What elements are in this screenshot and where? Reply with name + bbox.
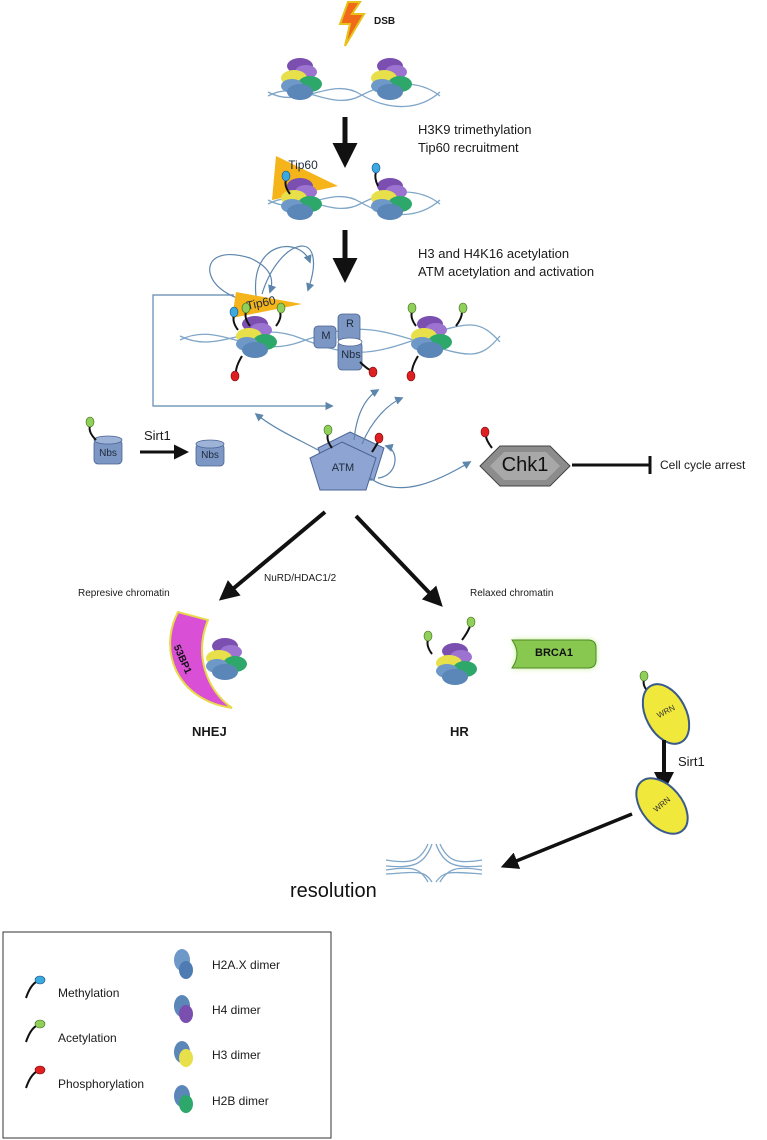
nucleosome-icon (281, 58, 322, 100)
acetylation-mark (407, 302, 417, 327)
atm-arrow (353, 389, 380, 441)
mrn-complex-icon (313, 313, 363, 371)
methylation-mark (371, 162, 381, 187)
atm-autophos-arrow (377, 443, 396, 479)
relaxed-chromatin-label: Relaxed chromatin (470, 588, 554, 599)
mrn-nbs-label: Nbs (341, 349, 361, 361)
atm-pentagon-front (309, 441, 377, 491)
cell-cycle-arrest-label: Cell cycle arrest (660, 458, 746, 472)
mrn-r-label: R (346, 318, 354, 330)
nhej-label: NHEJ (192, 724, 227, 739)
repressive-chromatin-label: Represive chromatin (78, 588, 170, 599)
branch-arrow-hr (354, 514, 443, 607)
brca1-label: BRCA1 (535, 647, 573, 659)
nucleosome-icon (371, 178, 412, 220)
acetylation-curl-arrow (261, 245, 315, 295)
legend-box (2, 931, 332, 1139)
phosphorylation-mark (480, 426, 493, 449)
acetylation-mark (85, 416, 97, 441)
phosphorylation-mark (359, 361, 378, 378)
h2ax-dimer-icon (174, 949, 193, 979)
acetylation-mark (241, 302, 251, 327)
hr-label: HR (450, 724, 469, 739)
nucleosome-icon (236, 316, 277, 358)
nucleosome-icon (371, 58, 412, 100)
acetylation-legend-icon (25, 1019, 46, 1043)
resolution-label: resolution (290, 880, 377, 902)
atm-to-chk1-arrow (369, 461, 472, 489)
nucleosome-icon (281, 178, 322, 220)
sirt1-label: Sirt1 (678, 754, 705, 769)
legend-phosphorylation-label: Phosphorylation (58, 1077, 145, 1091)
atm-label: ATM (331, 462, 355, 474)
acetylation-curl-arrow (255, 246, 312, 297)
acetylation-mark (323, 424, 333, 449)
h2b-dimer-icon (174, 1085, 193, 1113)
phosphorylation-mark (406, 355, 419, 382)
phosphorylation-mark (230, 355, 243, 382)
step2-label-line1: H3 and H4K16 acetylation (418, 246, 570, 261)
sirt1-label: Sirt1 (144, 428, 171, 443)
nucleosome-icon (411, 316, 452, 358)
acetylation-mark (423, 630, 433, 655)
methylation-legend-icon (25, 975, 46, 999)
tip60-triangle (232, 292, 302, 318)
wrn-oval (641, 683, 691, 745)
legend-h2b-label: H2B dimer (212, 1094, 269, 1108)
phosphorylation-legend-icon (25, 1065, 46, 1089)
methylation-mark (229, 306, 239, 331)
legend-h4-label: H4 dimer (212, 1003, 261, 1017)
step1-label-line1: H3K9 trimethylation (418, 122, 532, 137)
acetylation-mark (461, 616, 476, 641)
chk1-hexagon-highlight (490, 452, 560, 480)
nbs-label: Nbs (201, 450, 219, 461)
acetylation-curl-arrow (209, 254, 277, 303)
methylation-mark (281, 170, 291, 195)
nbs-label: Nbs (99, 448, 117, 459)
atm-arrow (361, 396, 404, 445)
phosphorylation-mark (371, 432, 384, 453)
holliday-junction-icon (385, 843, 483, 883)
legend-methylation-label: Methylation (58, 986, 120, 1000)
atm-arrow (254, 412, 319, 451)
acetylation-mark (455, 302, 468, 327)
step2-label-line2: ATM acetylation and activation (418, 264, 595, 279)
nurd-label: NuRD/HDAC1/2 (264, 573, 337, 584)
step1-label-line2: Tip60 recruitment (418, 140, 519, 155)
chk1-label: Chk1 (501, 454, 549, 476)
acetylation-mark (275, 302, 286, 327)
h3-dimer-icon (174, 1041, 193, 1067)
53bp1-crescent (169, 610, 233, 709)
dsb-label: DSB (374, 16, 396, 27)
legend-h3-label: H3 dimer (212, 1048, 261, 1062)
h4-dimer-icon (174, 995, 193, 1023)
nucleosome-icon (436, 643, 477, 685)
legend-h2ax-label: H2A.X dimer (212, 958, 281, 972)
branch-arrow-nhej (218, 510, 327, 601)
tip60-label: Tip60 (288, 158, 318, 172)
dsb-lightning-icon (338, 1, 366, 47)
legend-acetylation-label: Acetylation (58, 1031, 117, 1045)
mrn-m-label: M (321, 330, 331, 342)
feedback-loop-line (152, 294, 334, 411)
wrn-oval (635, 777, 689, 835)
brca1-shape (511, 639, 597, 669)
nucleosome-icon (206, 638, 247, 680)
resolution-arrow (500, 812, 633, 869)
